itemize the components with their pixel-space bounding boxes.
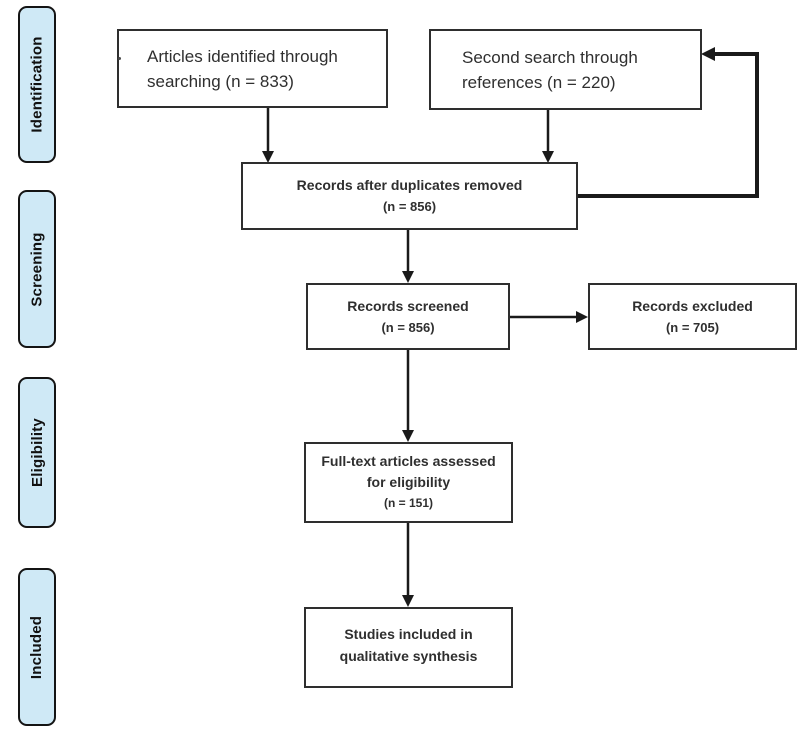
box-studies-included: Studies included in qualitative synthesi… (304, 607, 513, 688)
stage-included: Included (18, 568, 56, 726)
box-line: Records excluded (632, 297, 753, 314)
stage-screening: Screening (18, 190, 56, 348)
arrow-fulltext-to-qualitative-head (402, 595, 414, 607)
stage-eligibility: Eligibility (18, 377, 56, 528)
box-duplicates-removed: Records after duplicates removed (n = 85… (241, 162, 578, 230)
stage-identification-label: Identification (28, 36, 46, 133)
box-count: (n = 856) (381, 319, 435, 335)
arrow-screened-to-excluded-head (576, 311, 588, 323)
box-records-screened: Records screened (n = 856) (306, 283, 510, 350)
box-articles-identified: Articles identified through searching (n… (117, 29, 388, 108)
box-line: qualitative synthesis (339, 648, 478, 664)
box-fulltext-assessed: Full-text articles assessed for eligibil… (304, 442, 513, 523)
stage-included-label: Included (28, 615, 46, 679)
box-line: Second search through (462, 47, 638, 67)
box-line: Records screened (347, 297, 469, 314)
stage-identification: Identification (18, 6, 56, 163)
box-second-search: Second search through references (n = 22… (429, 29, 702, 110)
box-line: searching (n = 833) (147, 71, 294, 91)
box-line: Studies included in (344, 626, 473, 642)
box-count: (n = 705) (665, 319, 720, 335)
feedback-dedup-to-secondsearch-head (701, 47, 715, 61)
box-line: Full-text articles assessed (321, 453, 496, 469)
box-line: Articles identified through (147, 46, 338, 66)
stage-screening-label: Screening (28, 231, 46, 307)
box-records-excluded: Records excluded (n = 705) (588, 283, 797, 350)
box-line: references (n = 220) (462, 72, 616, 92)
arrow-dedup-to-screened-head (402, 271, 414, 283)
box-line: for eligibility (366, 474, 451, 490)
box-count: (n = 151) (383, 496, 434, 510)
arrow-screened-to-fulltext-head (402, 430, 414, 442)
ink-speck (118, 57, 121, 60)
box-line: Records after duplicates removed (296, 177, 523, 193)
stage-eligibility-label: Eligibility (28, 418, 46, 487)
box-count: (n = 856) (382, 199, 437, 214)
